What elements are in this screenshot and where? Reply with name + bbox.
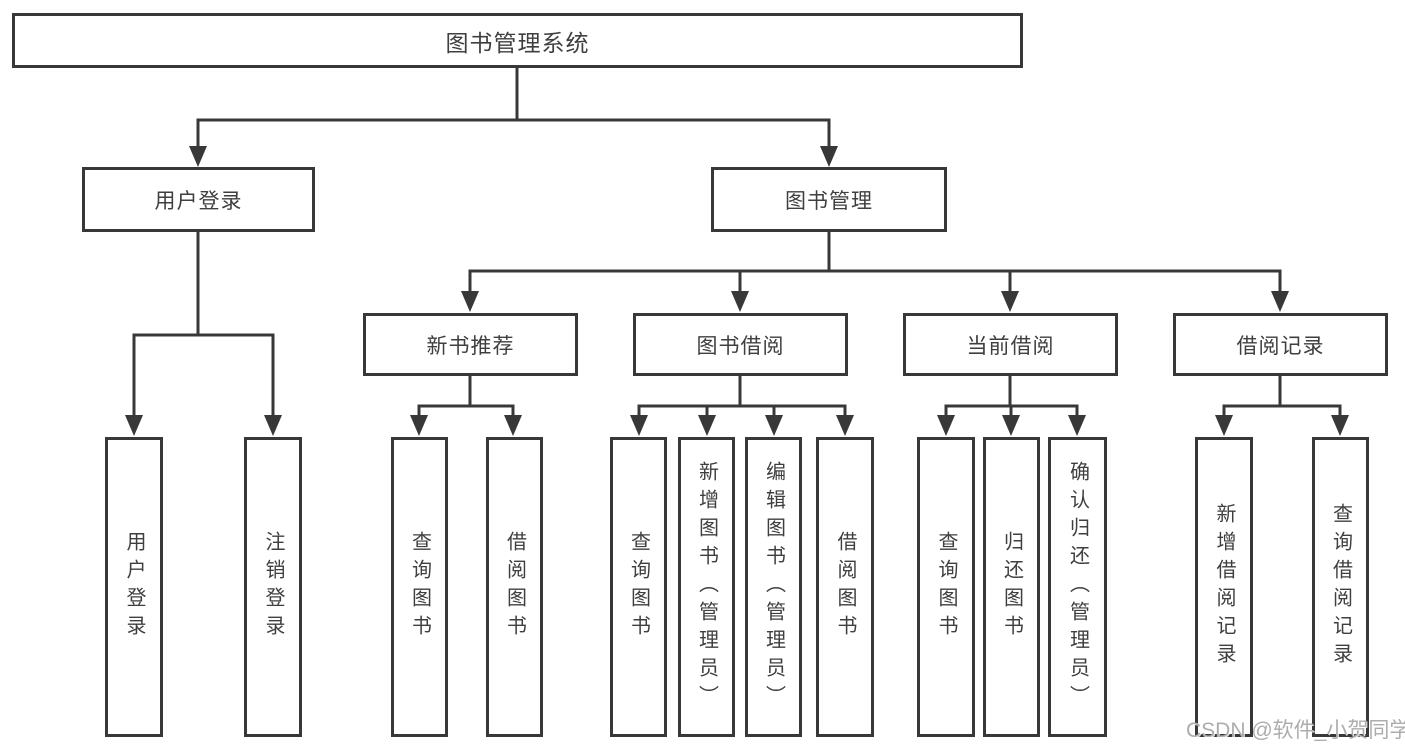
node-new-book-recommend: 新书推荐 [363,313,578,376]
leaf-borrow-books-label: 借阅图书 [834,531,856,643]
leaf-query-books-borrow-label: 查询图书 [627,531,650,643]
leaf-borrow-books-recommend: 借阅图书 [486,437,543,737]
node-root: 图书管理系统 [12,13,1023,68]
leaf-user-login: 用户登录 [105,437,163,737]
leaf-borrow-books: 借阅图书 [816,437,874,737]
leaf-query-books-recommend-label: 查询图书 [408,531,431,643]
leaf-borrow-books-recommend-label: 借阅图书 [503,531,526,643]
node-new-book-recommend-label: 新书推荐 [426,334,515,358]
node-current-borrow: 当前借阅 [903,313,1118,376]
node-borrow-records-label: 借阅记录 [1236,334,1325,358]
csdn-watermark: CSDN @软件_小贺同学 [1186,719,1405,742]
leaf-query-books-current-label: 查询图书 [935,531,957,643]
leaf-logout-label: 注销登录 [262,531,284,643]
leaf-query-books-borrow: 查询图书 [610,437,667,737]
leaf-add-books-admin-label: 新增图书（管理员） [695,461,718,713]
node-book-borrow: 图书借阅 [633,313,848,376]
node-book-borrow-label: 图书借阅 [696,334,785,358]
leaf-query-books-recommend: 查询图书 [391,437,448,737]
node-user-login-label: 用户登录 [154,189,243,213]
node-root-label: 图书管理系统 [445,29,590,56]
node-borrow-records: 借阅记录 [1173,313,1388,376]
leaf-add-borrow-record-label: 新增借阅记录 [1213,503,1235,671]
leaf-add-borrow-record: 新增借阅记录 [1195,437,1253,737]
leaf-logout: 注销登录 [244,437,302,737]
leaf-return-books: 归还图书 [983,437,1040,737]
leaf-return-books-label: 归还图书 [1000,531,1023,643]
node-book-management-label: 图书管理 [785,189,873,213]
leaf-edit-books-admin: 编辑图书（管理员） [745,437,802,737]
leaf-add-books-admin: 新增图书（管理员） [678,437,735,737]
leaf-confirm-return-admin-label: 确认归还（管理员） [1066,461,1089,713]
leaf-query-borrow-record: 查询借阅记录 [1312,437,1369,737]
node-current-borrow-label: 当前借阅 [966,334,1055,358]
node-user-login: 用户登录 [82,167,315,232]
leaf-query-borrow-record-label: 查询借阅记录 [1329,503,1352,671]
leaf-query-books-current: 查询图书 [917,437,975,737]
leaf-user-login-label: 用户登录 [123,531,145,643]
node-book-management: 图书管理 [711,167,947,232]
leaf-confirm-return-admin: 确认归还（管理员） [1048,437,1107,737]
leaf-edit-books-admin-label: 编辑图书（管理员） [762,461,785,713]
